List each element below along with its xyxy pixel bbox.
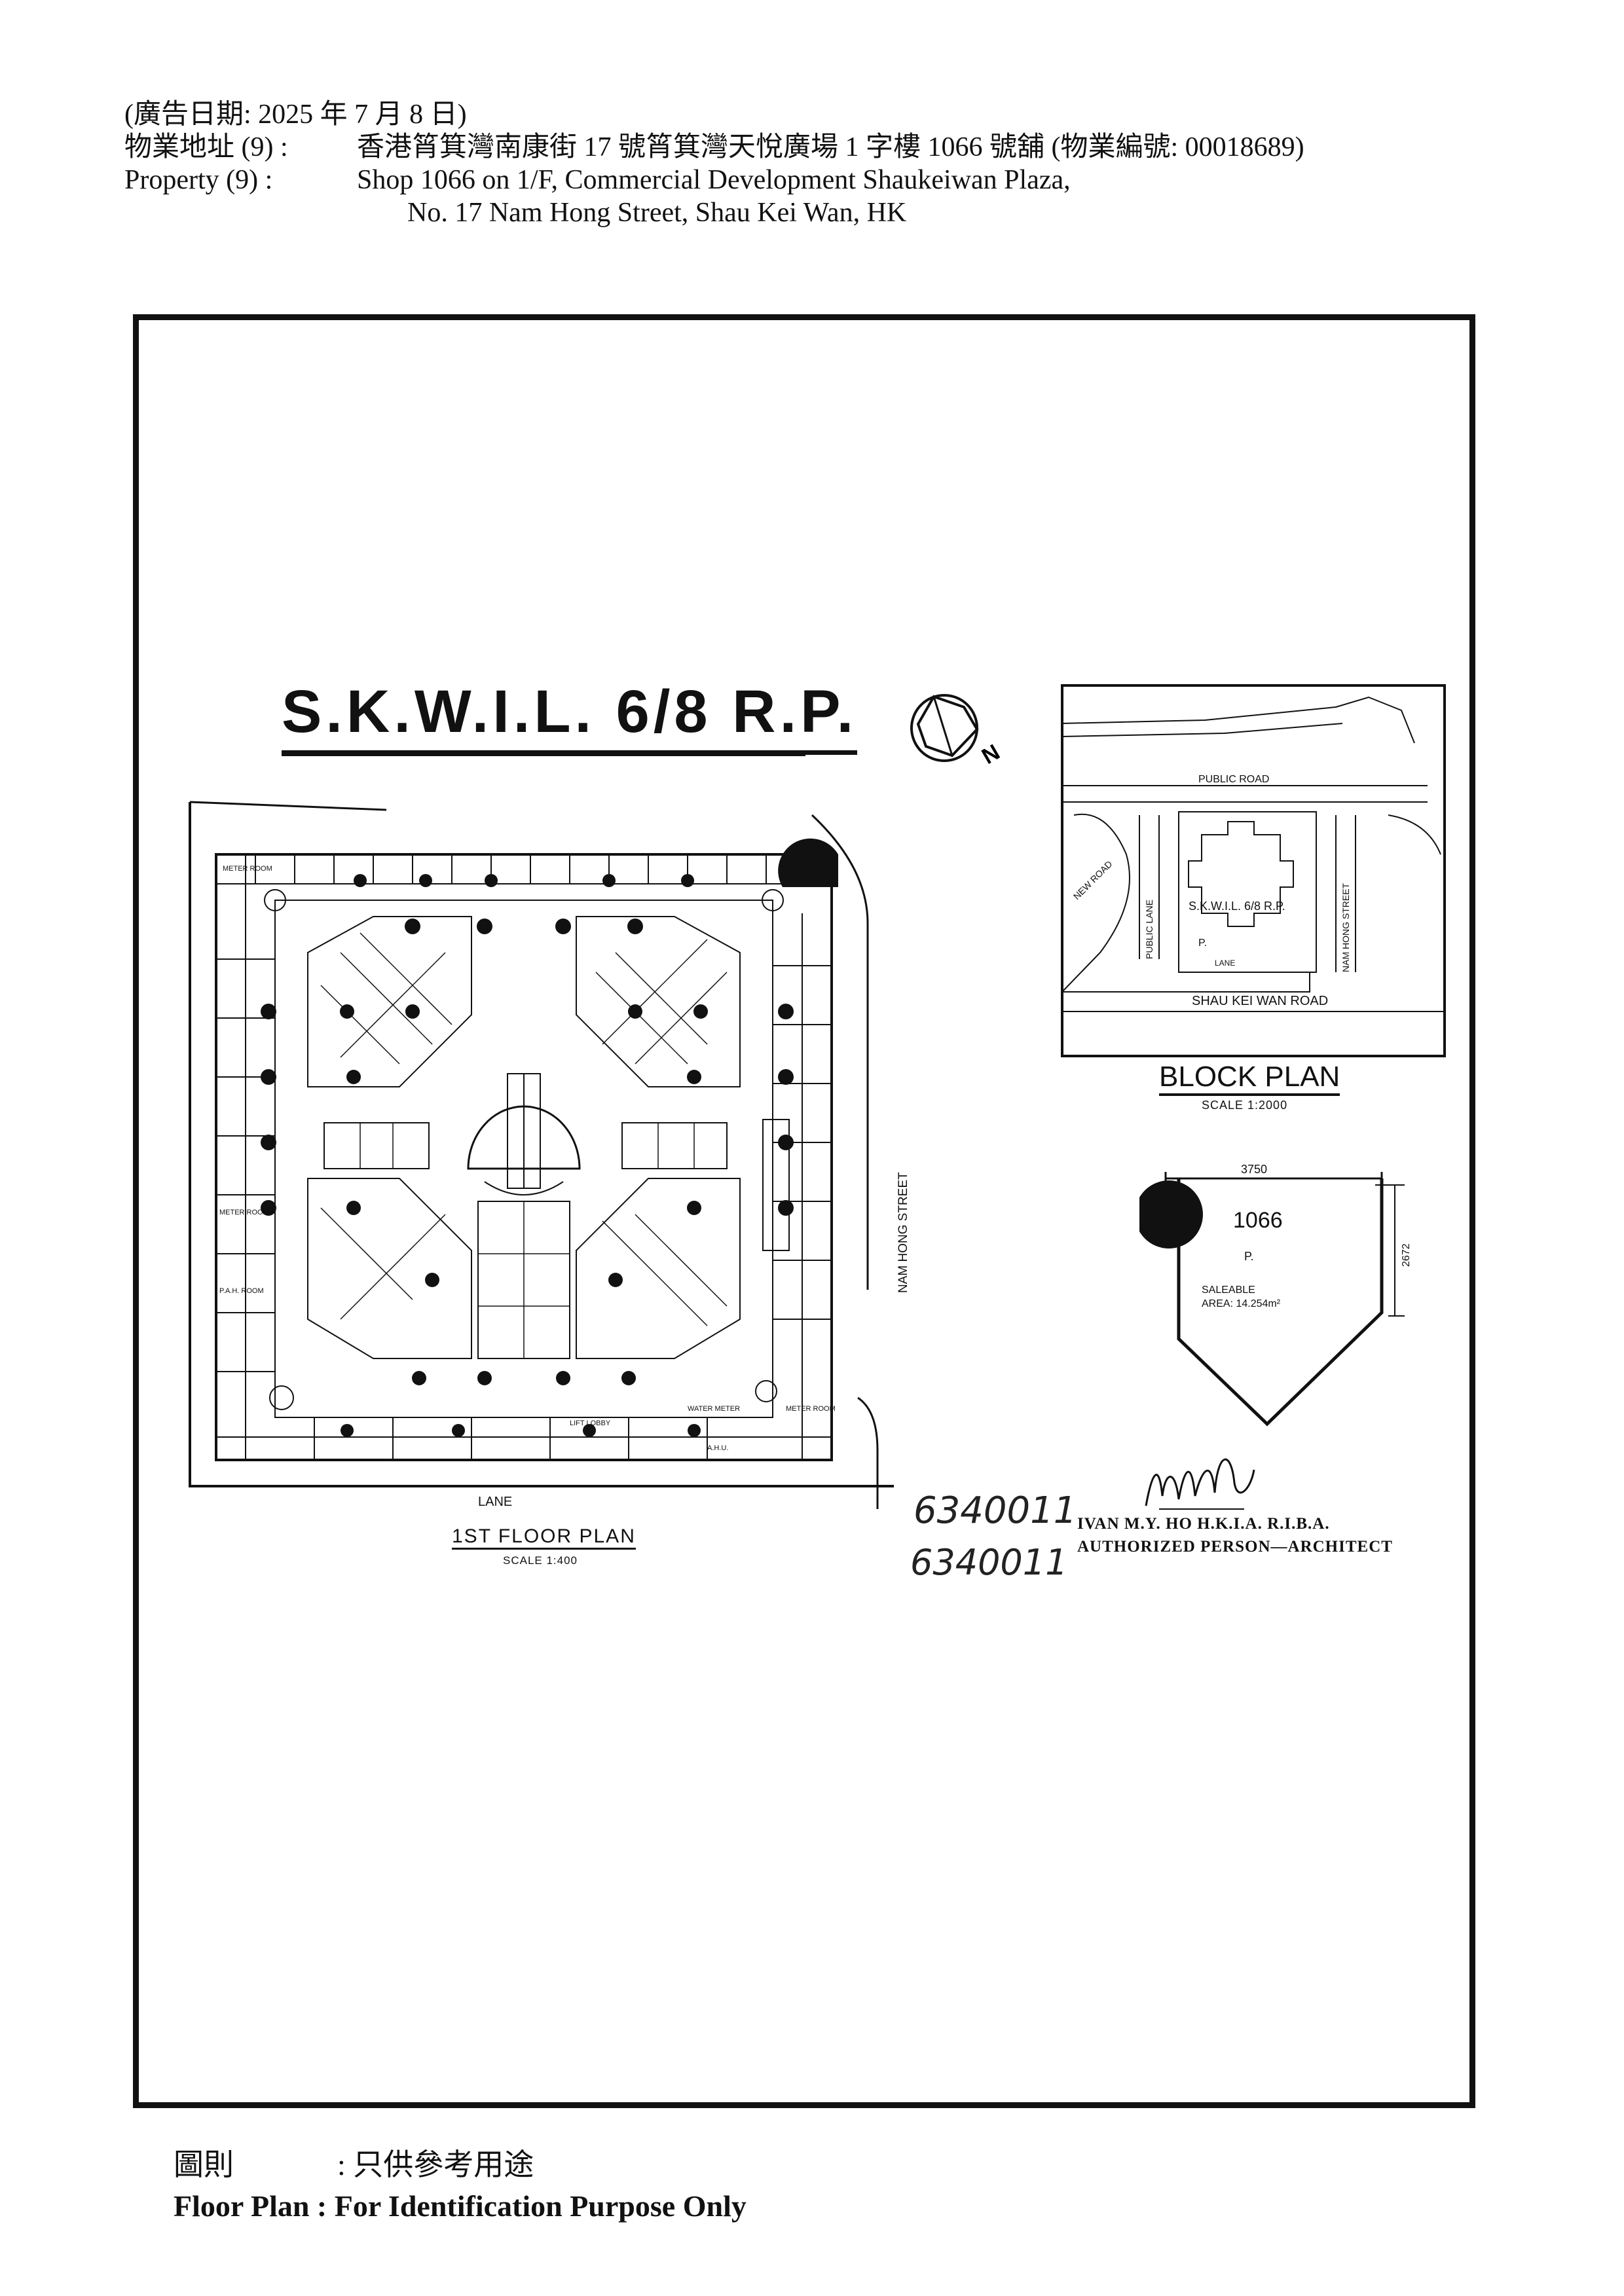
architect-title: AUTHORIZED PERSON—ARCHITECT [1077,1538,1393,1556]
shop-depth-dim: 2672 [1401,1243,1412,1267]
footer-cn: 圖則 : 只供參考用途 [174,2141,534,2184]
title-underline [282,754,805,756]
saleable-area: AREA: 14.254m² [1202,1298,1281,1309]
handwritten-number-2: 6340011 [910,1542,1068,1583]
shop-p-label: P. [1244,1250,1254,1263]
room-label: A.H.U. [707,1444,728,1452]
room-label: LIFT LOBBY [570,1419,611,1427]
block-lot-label: S.K.W.I.L. 6/8 R.P. [1189,900,1285,913]
drawing-frame [133,314,1475,2108]
block-public-lane: PUBLIC LANE [1144,900,1154,959]
room-label: METER ROOM [786,1405,836,1413]
block-plan-caption: BLOCK PLAN [1159,1061,1340,1096]
address-en-line2: No. 17 Nam Hong Street, Shau Kei Wan, HK [407,198,907,228]
architect-signature [1145,1458,1255,1510]
address-en-value: Shop 1066 on 1/F, Commercial Development… [357,165,1071,195]
block-public-road: PUBLIC ROAD [1198,774,1269,785]
handwritten-number-1: 6340011 [913,1489,1077,1532]
shop-1066-detail: 3750 1066 P. SALEABLE AREA: 14.254m² 267… [1139,1163,1412,1427]
document-header: (廣告日期: 2025 年 7 月 8 日) 物業地址 (9) : 香港筲箕灣南康… [124,98,1304,229]
first-floor-plan: METER ROOM METER ROOM P.A.H. ROOM WATER … [189,801,910,1509]
address-cn-label: 物業地址 (9) : [124,132,288,162]
room-label: METER ROOM [219,1209,269,1216]
saleable-label: SALEABLE [1202,1285,1255,1296]
room-label: METER ROOM [223,865,272,873]
advert-date: (廣告日期: 2025 年 7 月 8 日) [124,100,467,130]
block-shau-kei-wan-road: SHAU KEI WAN ROAD [1192,994,1328,1008]
address-cn-row: 物業地址 (9) : 香港筲箕灣南康街 17 號筲箕灣天悅廣場 1 字樓 1066… [124,131,1304,164]
floor-plan-caption: 1ST FLOOR PLAN [452,1525,636,1550]
block-new-road: NEW ROAD [1071,858,1115,902]
floor-plan-scale: SCALE 1:400 [503,1554,578,1567]
shop-width-dim: 3750 [1241,1163,1267,1176]
room-label: WATER METER [688,1405,740,1413]
block-plan: PUBLIC ROAD NEW ROAD PUBLIC LANE S.K.W.I… [1061,684,1446,1057]
block-p-label: P. [1198,938,1207,949]
lane-label: LANE [478,1495,512,1509]
address-cn-value: 香港筲箕灣南康街 17 號筲箕灣天悅廣場 1 字樓 1066 號舖 (物業編號:… [357,132,1304,162]
lot-title: S.K.W.I.L. 6/8 R.P. [282,678,858,755]
architect-block: IVAN M.Y. HO H.K.I.A. R.I.B.A. AUTHORIZE… [1077,1512,1393,1558]
architect-name: IVAN M.Y. HO H.K.I.A. R.I.B.A. [1077,1515,1330,1533]
block-plan-scale: SCALE 1:2000 [1202,1099,1288,1112]
north-label: N [978,740,1004,769]
block-nam-hong-street: NAM HONG STREET [1340,883,1351,972]
address-en-row: Property (9) : Shop 1066 on 1/F, Commerci… [124,164,1304,196]
block-lane-label: LANE [1215,958,1235,968]
footer-cn-label: 圖則 [174,2148,234,2181]
footer-en: Floor Plan : For Identification Purpose … [174,2189,747,2223]
address-en-label: Property (9) : [124,165,273,195]
north-arrow-icon: N [910,694,1004,769]
room-label: P.A.H. ROOM [219,1287,264,1295]
nam-hong-street-label: NAM HONG STREET [896,1172,910,1293]
footer-cn-value: : 只供參考用途 [337,2148,534,2181]
shop-number: 1066 [1233,1208,1283,1233]
